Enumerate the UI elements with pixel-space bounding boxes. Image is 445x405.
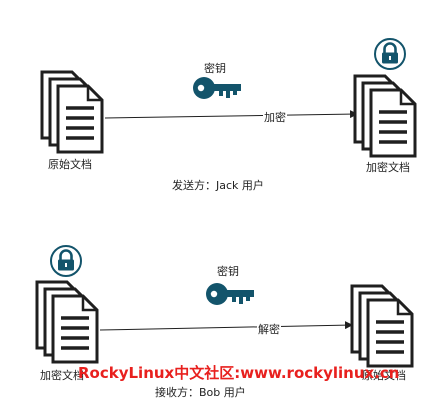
encrypt-arrow <box>104 110 358 119</box>
encrypted-document-icon <box>35 280 99 364</box>
key-icon <box>193 77 241 99</box>
padlock-icon <box>373 37 407 71</box>
bottom-caption: 接收方：Bob 用户 <box>155 386 246 399</box>
key-icon <box>206 283 254 305</box>
top-edge-label: 加密 <box>263 111 287 124</box>
top-caption: 发送方：Jack 用户 <box>172 179 264 192</box>
bottom-edge-label: 解密 <box>257 323 281 336</box>
watermark: RockyLinux中文社区:www.rockylinux.cn <box>78 364 400 382</box>
encrypted-document-icon <box>353 74 417 158</box>
bottom-source-label: 加密文档 <box>40 369 84 382</box>
original-document-icon <box>350 284 414 368</box>
decrypt-arrow <box>99 321 353 331</box>
top-source-label: 原始文档 <box>48 158 92 171</box>
top-target-label: 加密文档 <box>366 161 410 174</box>
bottom-target-label: 原始文档 <box>362 369 406 382</box>
top-key-label: 密钥 <box>204 62 226 75</box>
source-document-icon <box>40 70 104 154</box>
bottom-key-label: 密钥 <box>217 265 239 278</box>
padlock-icon <box>49 244 83 278</box>
